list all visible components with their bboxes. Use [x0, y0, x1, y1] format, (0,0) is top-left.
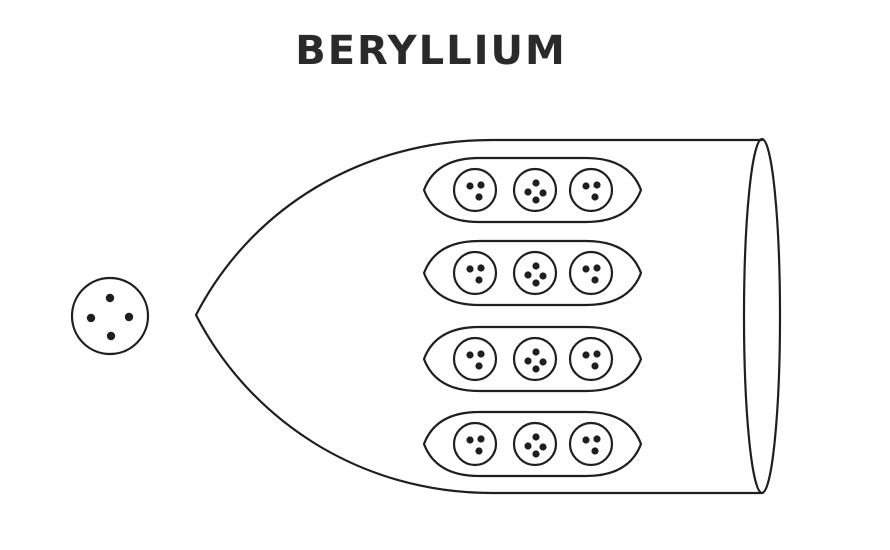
unit-dot — [524, 357, 532, 365]
electron-shell-unit — [512, 336, 558, 382]
unit-dot — [539, 272, 547, 280]
unit-dot — [532, 365, 540, 373]
unit-circle — [512, 250, 558, 296]
unit-circle — [512, 421, 558, 467]
unit-dot — [466, 436, 474, 444]
unit-dot — [591, 447, 599, 455]
electron-shell-unit — [512, 250, 558, 296]
electron-shell-unit — [512, 421, 558, 467]
unit-dot — [105, 293, 115, 303]
electron-shell-unit — [452, 336, 498, 382]
unit-dot — [593, 264, 601, 272]
unit-dot — [106, 331, 116, 341]
unit-dot — [591, 276, 599, 284]
electron-shell-unit — [452, 250, 498, 296]
unit-dot — [539, 443, 547, 451]
unit-dot — [582, 265, 590, 273]
unit-dot — [477, 181, 485, 189]
electron-shell-unit — [568, 336, 614, 382]
unit-dot — [532, 279, 540, 287]
electron-shell-unit — [568, 167, 614, 213]
unit-circle — [568, 336, 614, 382]
unit-dot — [477, 350, 485, 358]
electron-shell-unit — [452, 421, 498, 467]
electron-shell-unit — [512, 167, 558, 213]
capsule-outline — [422, 325, 643, 393]
unit-dot — [582, 182, 590, 190]
unit-dot — [532, 196, 540, 204]
loose-unit — [70, 276, 150, 356]
unit-dot — [475, 447, 483, 455]
unit-circle — [512, 336, 558, 382]
capsule-outline — [422, 410, 643, 478]
unit-dot — [532, 262, 540, 270]
unit-circle — [568, 421, 614, 467]
capsule — [422, 325, 643, 393]
unit-dot — [466, 182, 474, 190]
unit-dot — [86, 313, 96, 323]
unit-dot — [477, 264, 485, 272]
electron-shell-unit — [568, 250, 614, 296]
capsule — [422, 410, 643, 478]
unit-dot — [477, 435, 485, 443]
unit-circle — [452, 421, 498, 467]
capsule — [422, 156, 643, 224]
unit-dot — [591, 362, 599, 370]
unit-dot — [539, 189, 547, 197]
unit-dot — [593, 181, 601, 189]
unit-dot — [539, 358, 547, 366]
unit-dot — [524, 271, 532, 279]
unit-dot — [524, 442, 532, 450]
unit-dot — [124, 312, 134, 322]
electron-shell-unit — [452, 167, 498, 213]
unit-circle — [70, 276, 150, 356]
unit-dot — [591, 193, 599, 201]
unit-dot — [475, 362, 483, 370]
unit-dot — [593, 435, 601, 443]
unit-dot — [475, 276, 483, 284]
unit-dot — [466, 265, 474, 273]
unit-circle — [568, 167, 614, 213]
electron-shell-unit — [568, 421, 614, 467]
unit-dot — [532, 179, 540, 187]
unit-dot — [582, 436, 590, 444]
unit-circle — [512, 167, 558, 213]
unit-dot — [466, 351, 474, 359]
unit-dot — [593, 350, 601, 358]
bullet-end-ellipse — [742, 137, 782, 495]
unit-circle — [568, 250, 614, 296]
unit-dot — [475, 193, 483, 201]
unit-circle — [452, 167, 498, 213]
capsule-outline — [422, 156, 643, 224]
page-title: BERYLLIUM — [295, 28, 567, 74]
unit-dot — [582, 351, 590, 359]
unit-dot — [524, 188, 532, 196]
unit-circle — [452, 250, 498, 296]
unit-dot — [532, 450, 540, 458]
bullet-body — [194, 138, 764, 495]
capsule — [422, 239, 643, 307]
capsule-group — [422, 156, 643, 478]
unit-dot — [532, 433, 540, 441]
electron-shell-unit — [70, 276, 150, 356]
unit-circle — [452, 336, 498, 382]
capsule-outline — [422, 239, 643, 307]
unit-dot — [532, 348, 540, 356]
